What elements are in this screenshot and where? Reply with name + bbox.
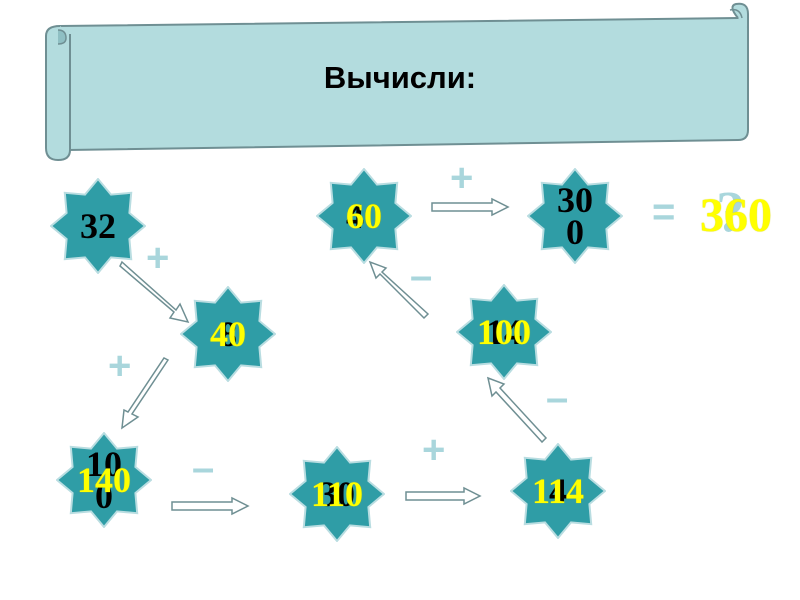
arrow-e-f <box>486 376 548 444</box>
operator-g-h: + <box>450 156 474 200</box>
star-c-answer: 140 <box>77 460 131 500</box>
star-g-answer: 60 <box>346 196 382 236</box>
star-f-answer: 100 <box>477 312 531 352</box>
star-f-number: 14 <box>486 312 522 352</box>
arrow-a-b <box>119 260 190 324</box>
title-scroll-banner <box>45 2 749 162</box>
page-title: Вычисли: <box>323 60 477 95</box>
arrow-c-d <box>171 496 250 516</box>
arrow-f-g <box>368 260 430 320</box>
operator-f-g: – <box>410 254 433 298</box>
final-result: 360 <box>700 189 772 242</box>
star-node-f: 14 100 <box>456 284 552 380</box>
star-shape <box>289 446 385 542</box>
operator-c-d: – <box>192 446 215 490</box>
star-e-number: 4 <box>549 471 567 511</box>
star-a-answer <box>50 178 146 274</box>
star-shape <box>510 443 606 539</box>
star-node-d: 30 110 <box>289 446 385 542</box>
star-e-answer: 114 <box>531 471 584 511</box>
star-b-number: 8 <box>219 314 237 354</box>
star-shape <box>50 178 146 274</box>
operator-e-f: – <box>546 376 569 420</box>
star-node-c: 10 0 140 <box>56 432 152 528</box>
star-node-e: 4 114 <box>510 443 606 539</box>
star-h-answer <box>527 168 623 264</box>
star-d-answer: 110 <box>310 474 363 514</box>
operator-a-b: + <box>146 236 170 280</box>
star-b-answer: 40 <box>210 314 246 354</box>
star-shape <box>56 432 152 528</box>
operator-d-e: + <box>422 428 446 472</box>
star-node-h: 30 0 <box>527 168 623 264</box>
arrow-g-h <box>431 197 510 217</box>
star-shape <box>316 168 412 264</box>
question-mark: ? <box>716 179 745 244</box>
star-c-number: 10 0 <box>86 444 122 516</box>
star-a-number: 32 <box>80 206 116 246</box>
equals-sign: = <box>652 190 676 234</box>
star-g-number: 40 <box>346 196 382 236</box>
star-shape <box>180 286 276 382</box>
star-node-g: 40 60 <box>316 168 412 264</box>
star-node-a: 32 <box>50 178 146 274</box>
arrow-b-c <box>121 357 170 430</box>
operator-b-c: + <box>108 344 132 388</box>
star-shape <box>456 284 552 380</box>
star-d-number: 30 <box>319 474 355 514</box>
star-node-b: 8 40 <box>180 286 276 382</box>
star-h-number: 30 0 <box>557 180 593 252</box>
star-shape <box>527 168 623 264</box>
arrow-d-e <box>405 486 482 506</box>
